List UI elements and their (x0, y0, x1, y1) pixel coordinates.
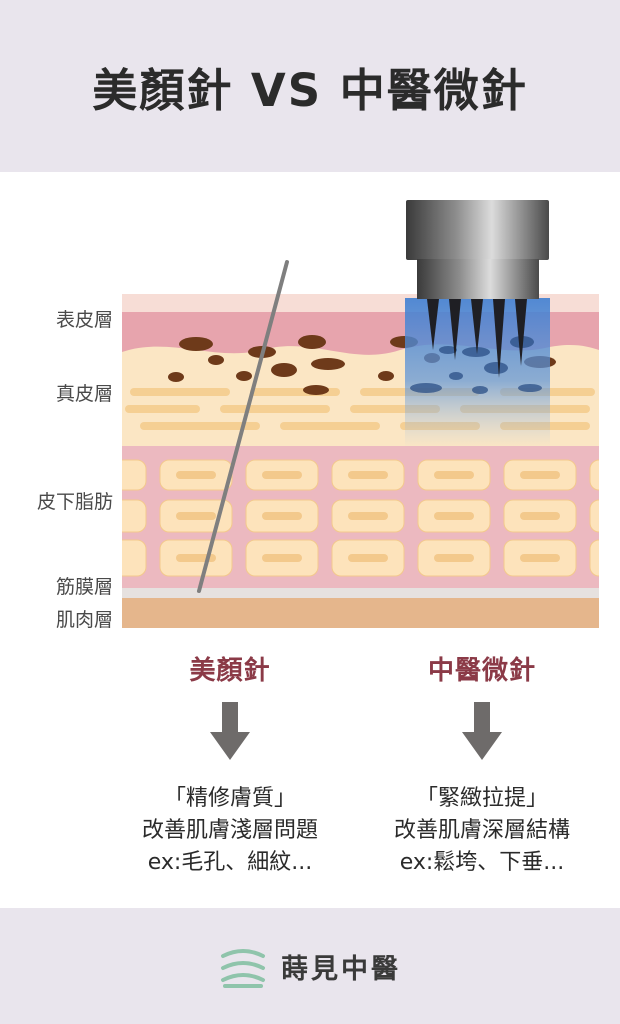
tcm-microneedle-quote: 「緊緻拉提」 (415, 786, 548, 811)
microneedle-device-icon (406, 200, 549, 378)
brand-name: 蒔見中醫 (281, 953, 401, 985)
header-banner: 美顏針 VS 中醫微針 (0, 0, 620, 172)
beauty-needle-examples: ex:毛孔、細紋... (147, 850, 313, 875)
beauty-needle-description: 「精修膚質」 改善肌膚淺層問題 ex:毛孔、細紋... (100, 783, 360, 879)
beauty-needle-quote: 「精修膚質」 (163, 786, 296, 811)
tcm-microneedle-title: 中醫微針 (427, 656, 536, 686)
page-title: 美顏針 VS 中醫微針 (92, 63, 528, 117)
label-muscle: 肌肉層 (55, 609, 113, 631)
tcm-microneedle-examples: ex:鬆垮、下垂... (399, 850, 565, 875)
beauty-needle-title: 美顏針 (189, 656, 271, 686)
label-subcutaneous-fat: 皮下脂肪 (36, 491, 113, 513)
tcm-microneedle-benefit: 改善肌膚深層結構 (393, 818, 570, 843)
skin-cross-section (122, 200, 599, 628)
footer-banner: 蒔見中醫 (0, 908, 620, 1024)
skin-layer-diagram: 表皮層 真皮層 皮下脂肪 筋膜層 肌肉層 (0, 172, 620, 642)
down-arrow-icon (210, 702, 250, 760)
beauty-needle-benefit: 改善肌膚淺層問題 (141, 818, 318, 843)
label-epidermis: 表皮層 (55, 309, 113, 331)
down-arrow-icon (462, 702, 502, 760)
label-fascia: 筋膜層 (55, 576, 113, 598)
waves-logo-icon (221, 949, 265, 988)
label-dermis: 真皮層 (55, 383, 113, 405)
injection-needle (197, 260, 289, 593)
tcm-microneedle-description: 「緊緻拉提」 改善肌膚深層結構 ex:鬆垮、下垂... (352, 783, 612, 879)
